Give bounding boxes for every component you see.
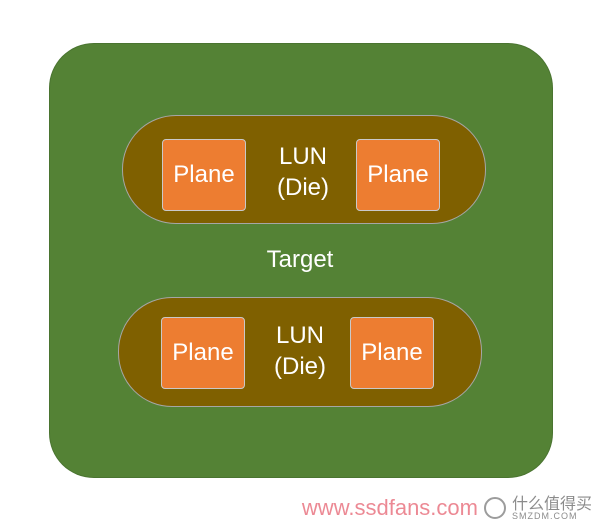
lun-bottom-plane-left: Plane	[161, 317, 245, 389]
watermark-brand-cn: 什么值得买	[511, 494, 592, 513]
lun-top-label: LUN (Die)	[248, 141, 358, 203]
watermark-url: www.ssdfans.com	[301, 495, 478, 520]
lun-bottom-label-line1: LUN	[275, 322, 324, 349]
watermark: www.ssdfans.com 什么值得买 SMZDM.COM	[302, 495, 592, 521]
lun-bottom-label-line2: (Die)	[274, 353, 326, 380]
lun-top-label-line1: LUN	[278, 143, 327, 170]
lun-bottom-label: LUN (Die)	[245, 320, 355, 382]
smzdm-logo-icon	[483, 497, 506, 519]
watermark-brand: 什么值得买 SMZDM.COM	[512, 496, 592, 521]
lun-top-plane-right: Plane	[356, 139, 440, 211]
lun-top-plane-left: Plane	[162, 139, 246, 211]
watermark-brand-en: SMZDM.COM	[511, 511, 578, 521]
lun-bottom-plane-right: Plane	[350, 317, 434, 389]
target-label: Target	[266, 246, 334, 273]
lun-top-label-line2: (Die)	[277, 174, 329, 201]
